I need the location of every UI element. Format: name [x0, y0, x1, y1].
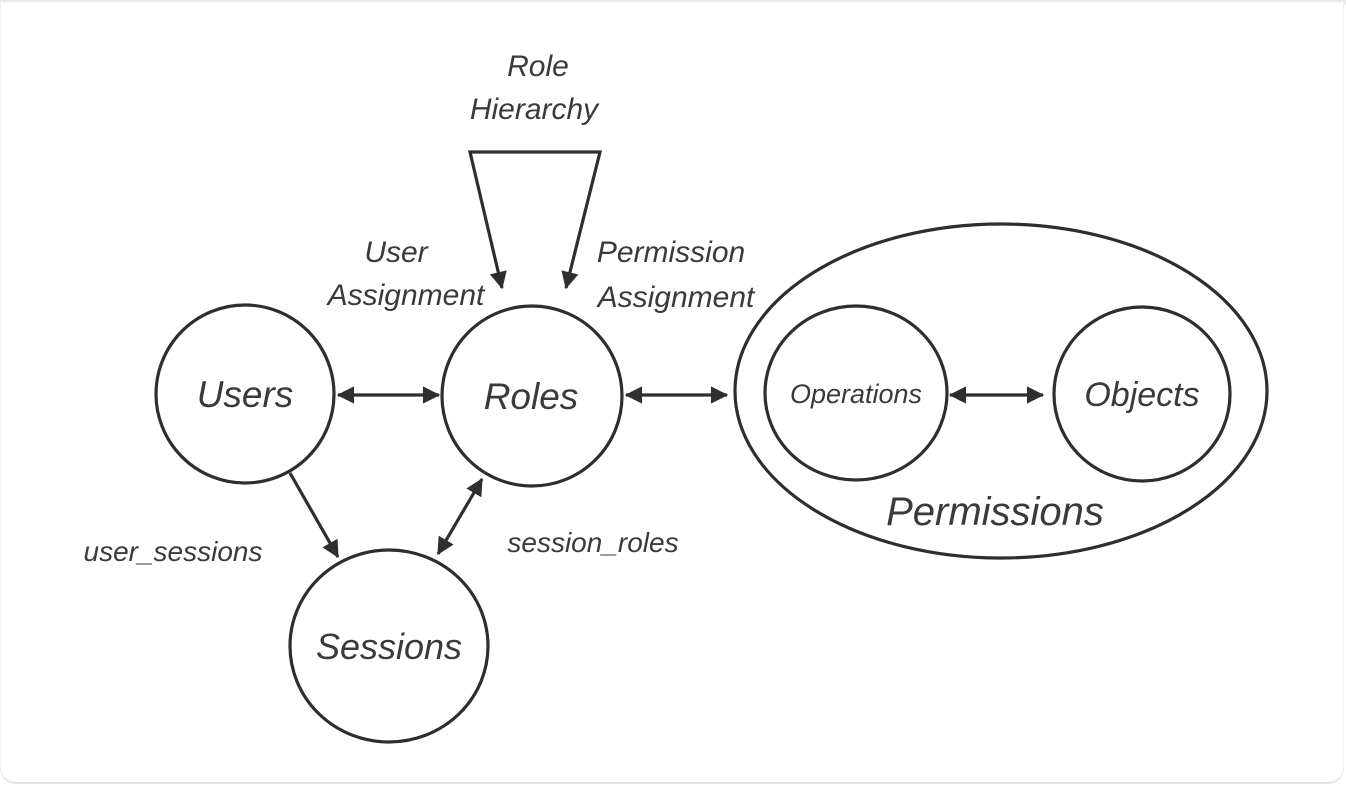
users-label: Users	[197, 374, 294, 415]
permission-assignment-label-line1: Permission	[597, 236, 745, 269]
edge-users-sessions	[288, 472, 340, 559]
node-sessions: Sessions	[288, 548, 490, 744]
node-users: Users	[154, 303, 336, 485]
user-assignment-label-line1: User	[364, 236, 428, 269]
roles-label: Roles	[484, 376, 579, 417]
permissions-label: Permissions	[886, 490, 1104, 534]
node-objects: Objects	[1052, 305, 1232, 483]
session-roles-label: session_roles	[507, 527, 678, 558]
node-operations: Operations	[763, 304, 949, 482]
roles-circle	[440, 304, 624, 488]
objects-label: Objects	[1084, 376, 1199, 414]
objects-circle	[1052, 305, 1232, 483]
users-circle	[154, 303, 336, 485]
role-hierarchy-loop-arrow	[467, 150, 603, 290]
edge-role-hierarchy: Role Hierarchy	[467, 50, 603, 290]
role-hierarchy-label-line2: Hierarchy	[470, 93, 600, 126]
sessions-circle	[288, 548, 490, 744]
edge-sessions-roles	[436, 477, 484, 556]
sessions-label: Sessions	[316, 626, 462, 667]
operations-label: Operations	[790, 379, 922, 409]
role-hierarchy-label-line1: Role	[507, 50, 569, 83]
user-assignment-label-line2: Assignment	[326, 279, 486, 312]
operations-circle	[763, 304, 949, 482]
permission-assignment-label-line2: Assignment	[596, 281, 756, 314]
edge-label-permission-assignment: Permission Assignment	[596, 236, 756, 314]
edge-label-user-assignment: User Assignment	[326, 236, 486, 312]
user-sessions-label: user_sessions	[84, 536, 263, 567]
node-roles: Roles	[440, 304, 624, 488]
